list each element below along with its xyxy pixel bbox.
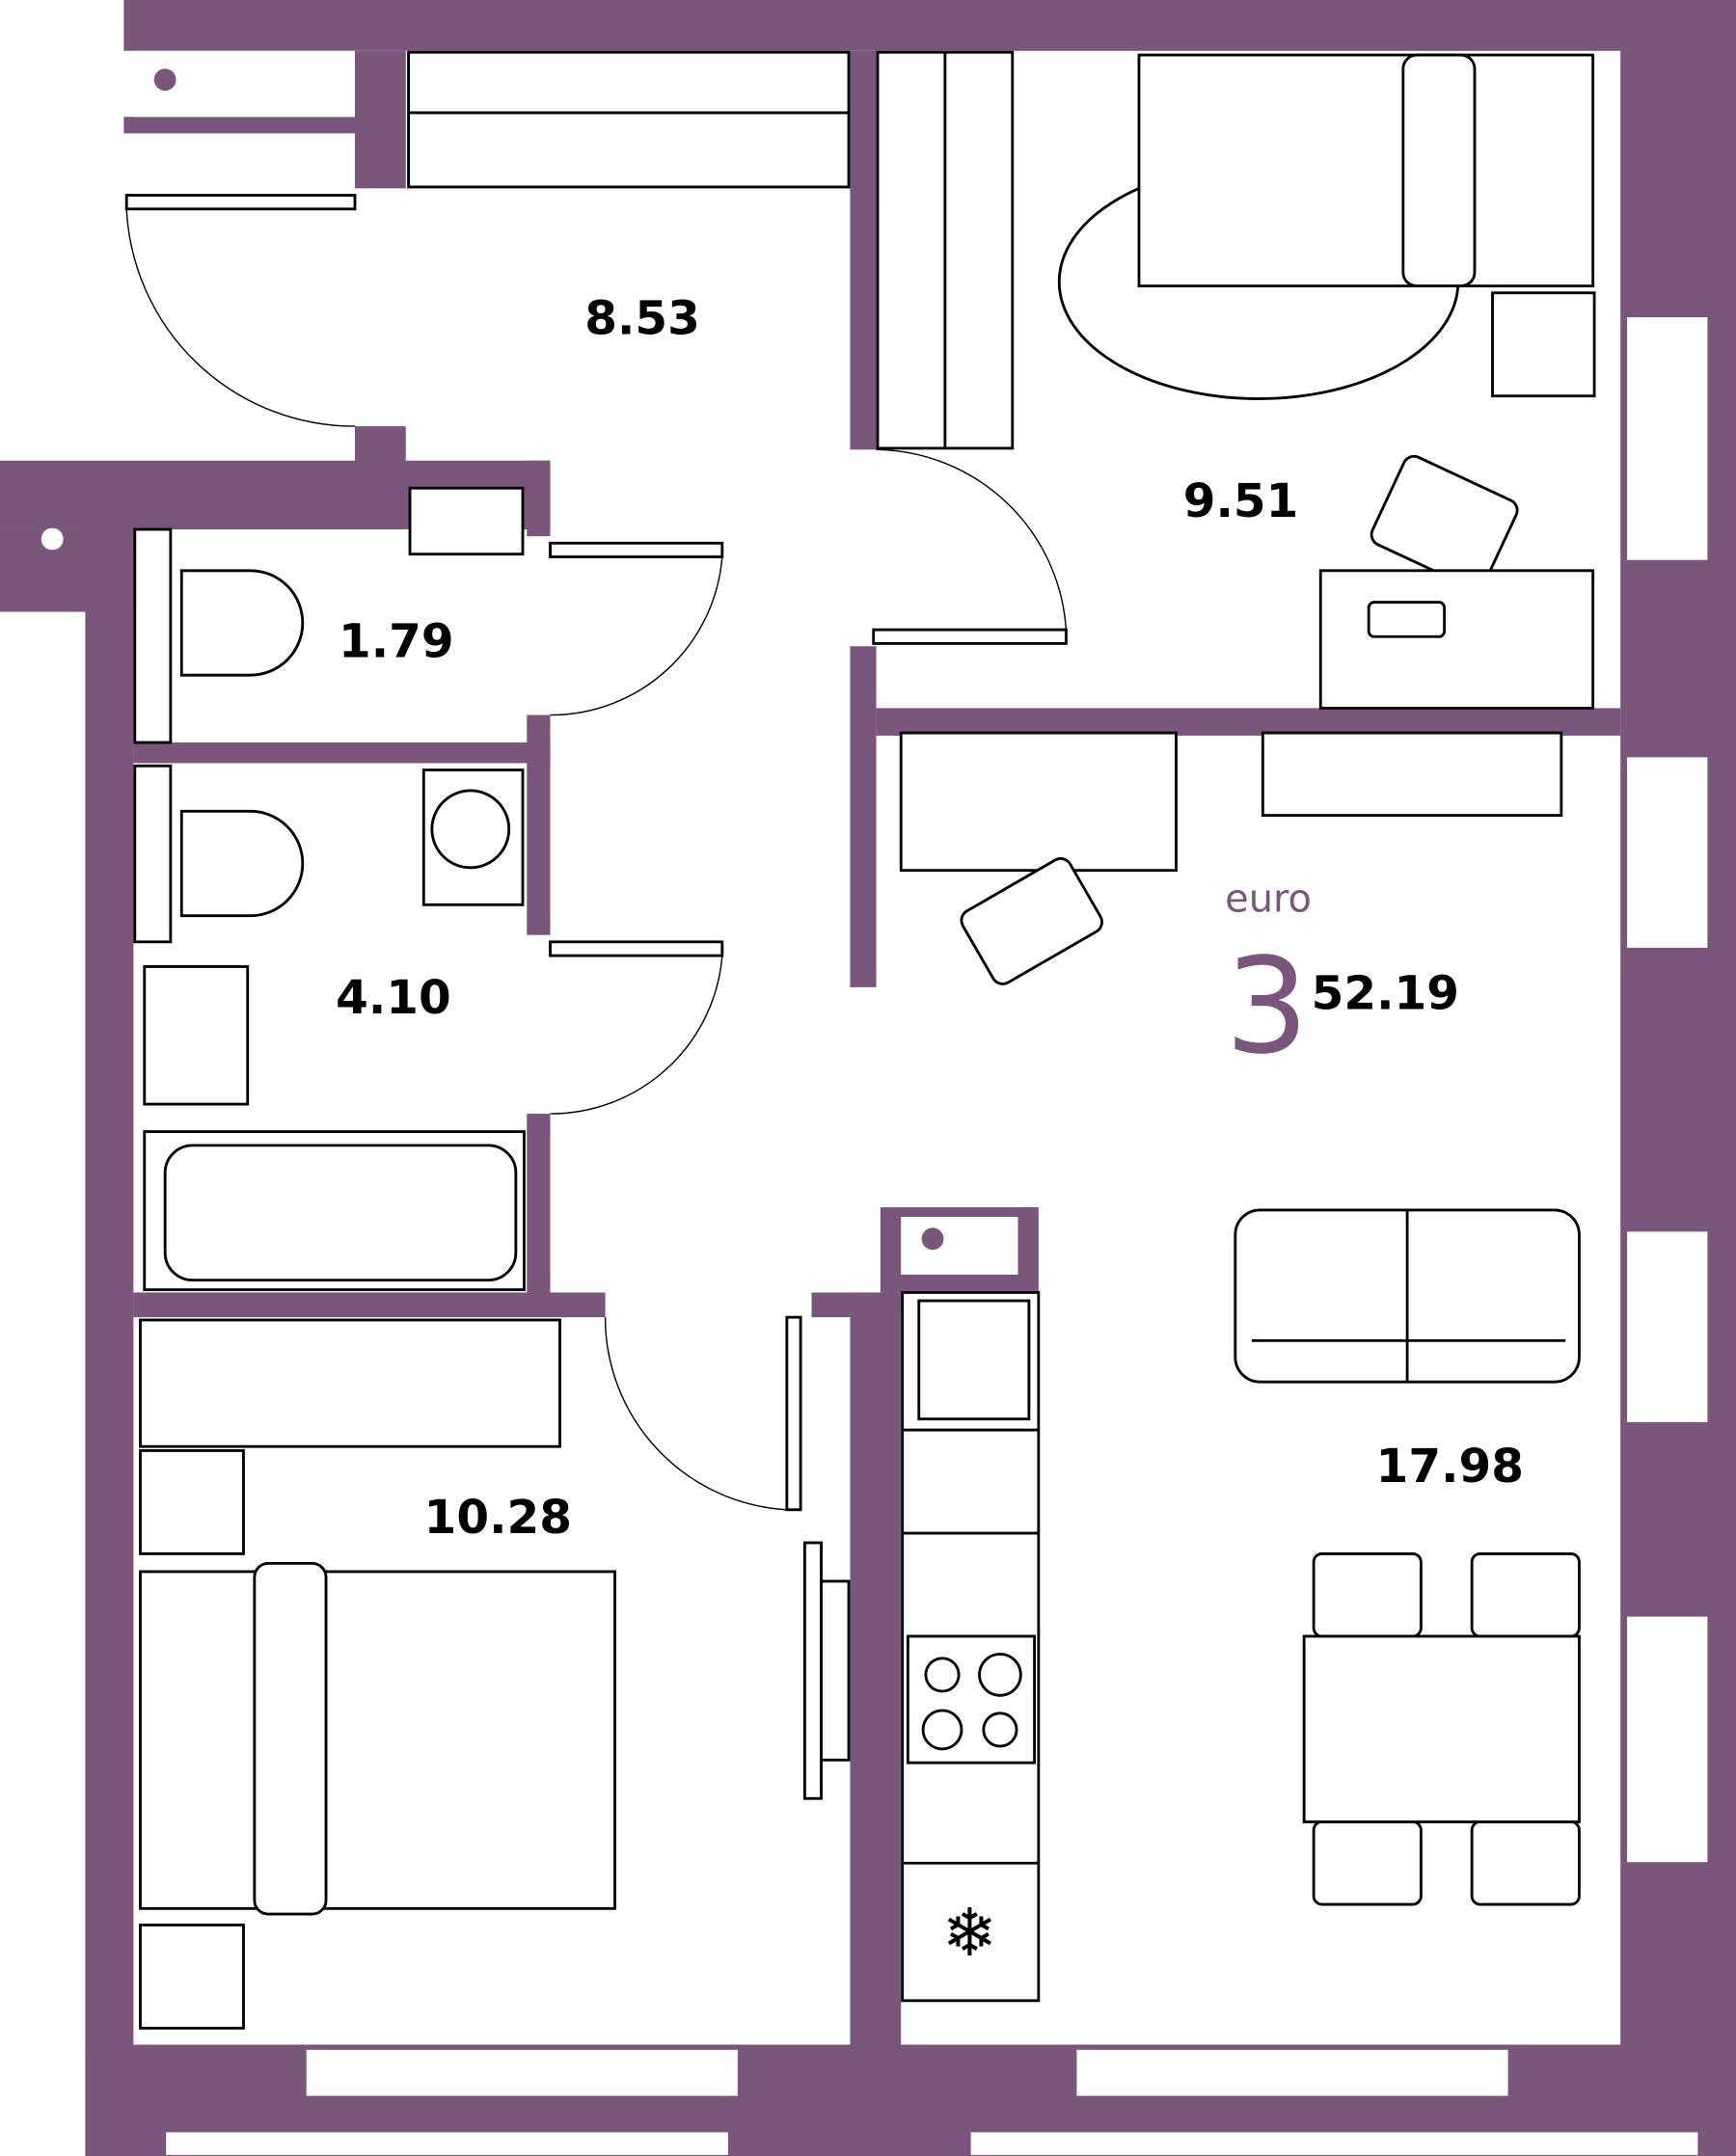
room-area-bathroom: 4.10	[336, 971, 451, 1025]
dining-table	[1302, 1551, 1581, 1906]
brand-label: euro	[1225, 876, 1312, 921]
room-area-bedroom-2: 10.28	[424, 1491, 572, 1545]
desk-bedroom-1	[1318, 454, 1595, 710]
room-area-hallway: 8.53	[584, 292, 700, 346]
toilet-wc	[133, 486, 525, 744]
doors	[124, 194, 1068, 1512]
wardrobe-bedroom-2	[139, 1318, 561, 1555]
riser-icon	[921, 1227, 944, 1251]
room-area-living-kitchen: 17.98	[1376, 1440, 1524, 1494]
wardrobe-bedroom-1	[876, 50, 1015, 450]
room-area-bedroom-1: 9.51	[1183, 474, 1299, 528]
sofa	[1234, 1208, 1581, 1384]
windows	[164, 314, 1710, 2156]
freezer-icon: ❄	[942, 1895, 997, 1972]
bed-bedroom-2	[139, 1561, 616, 2030]
wardrobe-hall	[407, 50, 851, 189]
rooms-count: 3	[1225, 930, 1309, 1084]
bathroom-fixtures	[133, 764, 526, 1292]
room-area-toilet: 1.79	[339, 615, 454, 669]
desk-living	[899, 731, 1563, 985]
kitchen-unit: ❄	[901, 1291, 1041, 2003]
riser-icon	[41, 527, 64, 551]
riser-icon	[153, 68, 176, 92]
bed-bedroom-1	[1057, 53, 1596, 400]
tv-unit	[802, 1541, 851, 1800]
total-area: 52.19	[1312, 967, 1459, 1021]
